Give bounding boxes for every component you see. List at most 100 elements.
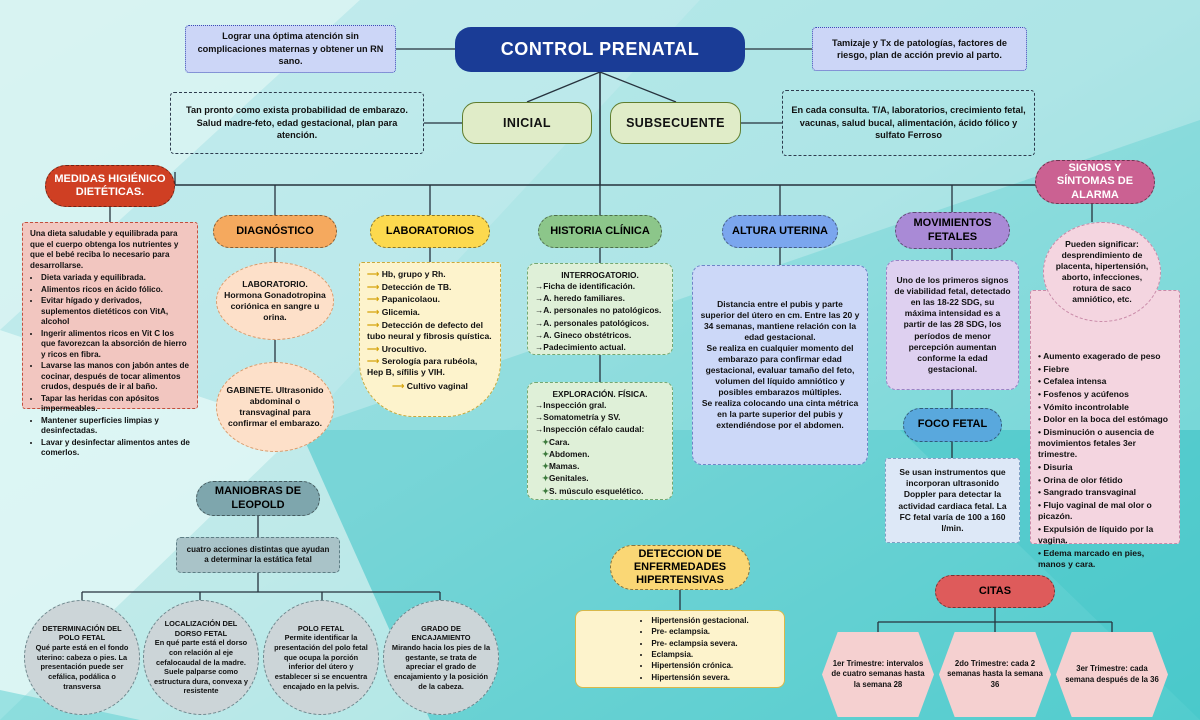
list-item-text: Detección de defecto del tubo neural y f… xyxy=(367,319,492,341)
category-medidas-label: MEDIDAS HIGIÉNICO DIETÉTICAS. xyxy=(54,172,166,198)
list-item: • Orina de olor fétido xyxy=(1038,474,1123,485)
category-historia-clinica[interactable]: HISTORIA CLÍNICA xyxy=(538,215,662,248)
panel-interrogatorio: INTERROGATORIO. →Ficha de identificación… xyxy=(527,263,673,355)
list-item-text: Vómito incontrolable xyxy=(1043,401,1129,412)
cita-1-text: 1er Trimestre: intervalos de cuatro sema… xyxy=(831,659,925,689)
list-item: ⟶ Glicemia. xyxy=(367,307,420,318)
category-diagnostico-label: DIAGNÓSTICO xyxy=(236,224,314,237)
list-item-text: Aumento exagerado de peso xyxy=(1043,351,1161,361)
list-item: Hipertensión severa. xyxy=(651,673,748,683)
category-historia-label: HISTORIA CLÍNICA xyxy=(550,224,650,237)
list-item-text: Ficha de identificación. xyxy=(543,280,636,291)
panel-signos-intro: Pueden significar: desprendimiento de pl… xyxy=(1043,222,1161,322)
panel-leopold-4: GRADO DE ENCAJAMIENTO Mirando hacia los … xyxy=(383,600,499,715)
exploracion-title: EXPLORACIÓN. FÍSICA. xyxy=(552,389,648,399)
category-movimientos-label: MOVIMIENTOS FETALES xyxy=(913,217,992,243)
list-item: Alimentos ricos en ácido fólico. xyxy=(41,285,190,296)
category-enfermedades-hipertensivas[interactable]: DETECCION DE ENFERMEDADES HIPERTENSIVAS xyxy=(610,545,750,590)
list-item: →Ficha de identificación. xyxy=(535,280,636,291)
hipertensivas-list: Hipertensión gestacional. Pre- eclampsia… xyxy=(651,616,748,684)
list-item: →Inspección céfalo caudal: xyxy=(535,424,645,435)
list-item-text: Mamas. xyxy=(548,461,580,472)
list-item: • Fosfenos y acúfenos xyxy=(1038,389,1129,400)
panel-diagnostico-laboratorio: LABORATORIO. Hormona Gonadotropina corió… xyxy=(216,262,334,340)
panel-medidas: Una dieta saludable y equilibrada para q… xyxy=(22,222,198,457)
panel-cita-2: 2do Trimestre: cada 2 semanas hasta la s… xyxy=(939,632,1051,717)
list-item: →Somatometría y SV. xyxy=(535,412,621,423)
list-item: • Disuria xyxy=(1038,462,1073,473)
list-item: Lavarse las manos con jabón antes de coc… xyxy=(41,361,190,393)
category-altura-uterina[interactable]: ALTURA UTERINA xyxy=(722,215,838,248)
list-item: ✦S. músculo esquelético. xyxy=(542,485,644,496)
medidas-intro: Una dieta saludable y equilibrada para q… xyxy=(30,229,179,270)
exploracion-sublist: ✦Cara. ✦Abdomen. ✦Mamas. ✦Genitales. ✦S.… xyxy=(542,437,665,497)
list-item-text: Disuria xyxy=(1043,462,1073,473)
category-foco-fetal[interactable]: FOCO FETAL xyxy=(903,408,1002,442)
category-signos-sintomas-alarma[interactable]: SIGNOS Y SÍNTOMAS DE ALARMA xyxy=(1035,160,1155,204)
panel-cita-3: 3er Trimestre: cada semana después de la… xyxy=(1056,632,1168,717)
node-subsecuente[interactable]: SUBSECUENTE xyxy=(610,102,741,144)
list-item-text: Inspección gral. xyxy=(543,399,607,410)
leopold-4-title: GRADO DE ENCAJAMIENTO xyxy=(411,623,471,643)
list-item-text: Urocultivo. xyxy=(381,343,427,354)
foco-fetal-text: Se usan instrumentos que incorporan ultr… xyxy=(898,467,1007,533)
category-movimientos-fetales[interactable]: MOVIMIENTOS FETALES xyxy=(895,212,1010,249)
list-item: • Cefalea intensa xyxy=(1038,376,1107,387)
leopold-2-title: LOCALIZACIÓN DEL DORSO FETAL xyxy=(164,619,238,638)
panel-movimientos-fetales: Uno de los primeros signos de viabilidad… xyxy=(886,260,1019,390)
category-altura-label: ALTURA UTERINA xyxy=(732,224,828,237)
list-item: • Fiebre xyxy=(1038,363,1070,374)
category-maniobras-leopold[interactable]: MANIOBRAS DE LEOPOLD xyxy=(196,481,320,516)
list-item-text: A. Gineco obstétricos. xyxy=(543,329,632,340)
category-signos-label: SIGNOS Y SÍNTOMAS DE ALARMA xyxy=(1056,162,1134,201)
list-item: Mantener superficies limpias y desinfect… xyxy=(41,416,190,437)
list-item-text: Dolor en la boca del estómago xyxy=(1043,414,1169,425)
movimientos-text: Uno de los primeros signos de viabilidad… xyxy=(894,275,1011,374)
category-citas[interactable]: CITAS xyxy=(935,575,1055,608)
category-laboratorios-label: LABORATORIOS xyxy=(385,224,475,237)
laboratorios-last-item: ⟶ Cultivo vaginal xyxy=(392,380,468,391)
callout-objetivo: Lograr una óptima atención sin complicac… xyxy=(185,25,396,73)
leopold-3-title: POLO FETAL xyxy=(297,623,345,633)
list-item-text: Genitales. xyxy=(548,473,589,484)
node-subsecuente-label: SUBSECUENTE xyxy=(626,116,725,130)
list-item: Evitar hígado y derivados, suplementos d… xyxy=(41,296,190,328)
panel-leopold-subtitle: cuatro acciones distintas que ayudan a d… xyxy=(176,537,340,573)
list-item: Hipertensión crónica. xyxy=(651,661,748,671)
list-item-text: Somatometría y SV. xyxy=(543,412,621,423)
list-item: ✦Abdomen. xyxy=(542,448,590,459)
interrogatorio-title: INTERROGATORIO. xyxy=(561,270,639,280)
diagnostico-laboratorio-text: LABORATORIO. Hormona Gonadotropina corió… xyxy=(224,278,326,323)
list-item: Pre- eclampsia severa. xyxy=(651,639,748,649)
list-item: Tapar las heridas con apósitos impermeab… xyxy=(41,394,190,415)
list-item: ⟶ Serología para rubéola, Hep B, sífilis… xyxy=(367,356,478,378)
list-item: ⟶ Detección de TB. xyxy=(367,281,452,292)
category-medidas-higienico-dieteticas[interactable]: MEDIDAS HIGIÉNICO DIETÉTICAS. xyxy=(45,165,175,207)
list-item: →Padecimiento actual. xyxy=(535,342,626,353)
exploracion-list: →Inspección gral. →Somatometría y SV. →I… xyxy=(535,400,665,435)
list-item: ⟶ Urocultivo. xyxy=(367,343,427,354)
root-label: CONTROL PRENATAL xyxy=(500,39,700,59)
category-diagnostico[interactable]: DIAGNÓSTICO xyxy=(213,215,337,248)
callout-subsecuente-detalle: En cada consulta. T/A, laboratorios, cre… xyxy=(782,90,1035,156)
category-laboratorios[interactable]: LABORATORIOS xyxy=(370,215,490,248)
list-item-text: Expulsión de líquido por la vagina. xyxy=(1038,523,1154,546)
panel-cita-1: 1er Trimestre: intervalos de cuatro sema… xyxy=(822,632,934,717)
list-item-text: Cefalea intensa xyxy=(1043,376,1107,387)
node-inicial[interactable]: INICIAL xyxy=(462,102,592,144)
callout-subsecuente-text: En cada consulta. T/A, laboratorios, cre… xyxy=(791,105,1026,141)
list-item: • Vómito incontrolable xyxy=(1038,401,1129,412)
laboratorios-last-text: Cultivo vaginal xyxy=(406,380,468,391)
root-node-control-prenatal[interactable]: CONTROL PRENATAL xyxy=(455,27,745,72)
list-item: • Disminución o ausencia de movimientos … xyxy=(1038,427,1155,460)
leopold-2-text: En qué parte está el dorso con relación … xyxy=(153,638,249,696)
list-item: • Aumento exagerado de peso xyxy=(1038,351,1161,361)
list-item: • Sangrado transvaginal xyxy=(1038,487,1137,498)
list-item-text: Serología para rubéola, Hep B, sífilis y… xyxy=(367,356,478,378)
list-item-text: Abdomen. xyxy=(548,448,590,459)
leopold-4-text: Mirando hacia los pies de la gestante, s… xyxy=(391,643,491,691)
list-item: Ingerir alimentos ricos en Vit C los que… xyxy=(41,329,190,361)
list-item: →A. heredo familiares. xyxy=(535,293,625,304)
list-item-text: Glicemia. xyxy=(381,307,420,318)
list-item-text: Sangrado transvaginal xyxy=(1043,487,1137,498)
